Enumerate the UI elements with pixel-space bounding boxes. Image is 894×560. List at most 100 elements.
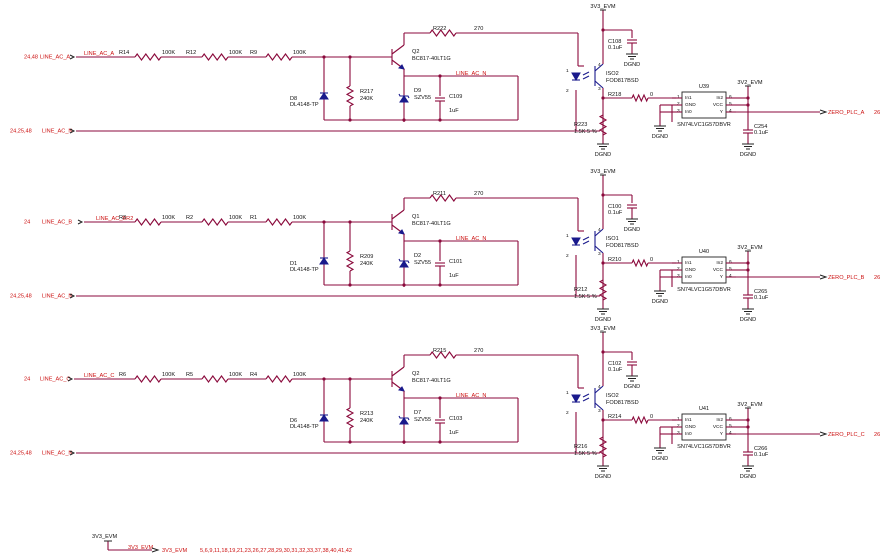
resistor-value: 100K (293, 372, 306, 378)
resistor-ref: R14 (119, 50, 129, 56)
resistor-value: 240K (360, 261, 373, 267)
junction-dot (601, 28, 605, 32)
ground-label: DGND (624, 384, 640, 390)
zener-part: SZV55 (414, 260, 431, 266)
series-resistor (201, 375, 229, 383)
chip-pin-label: VCC (713, 267, 724, 273)
ground-label: DGND (740, 474, 756, 480)
vcc-label: 3V3_EVM (590, 4, 616, 10)
ground-label: DGND (595, 152, 611, 158)
chip-pin-label: In1 (685, 260, 692, 266)
light-arrow-icon (582, 75, 590, 80)
footer-net: 3V3_EVM (162, 548, 188, 554)
resistor-ref: R3 (119, 215, 126, 221)
output-port-icon (819, 431, 828, 437)
pin-number: 5 (729, 266, 732, 272)
resistor-value: 100K (162, 50, 175, 56)
pin-number: 1 (677, 94, 680, 100)
chip-pin-label: Y (720, 109, 724, 115)
local-net-label: LINE_AC_N (456, 393, 486, 399)
pin-number: 4 (598, 62, 601, 68)
light-arrow-icon (582, 71, 590, 76)
chip-pin-label: GND (685, 424, 696, 430)
pin-number: 3 (677, 430, 680, 436)
ground-label: DGND (740, 317, 756, 323)
net-label: LINE_AC_BR2 (96, 216, 133, 222)
resistor-ref: R212 (574, 287, 587, 293)
capacitor-value: 1uF (449, 108, 459, 114)
chip-part: SN74LVC1G57DBVR (677, 287, 731, 293)
resistor-ref: R217 (360, 89, 373, 95)
footer-refs: 5,6,9,11,18,19,21,23,26,27,28,29,30,31,3… (200, 548, 352, 554)
chip-pin-label: In2 (716, 260, 723, 266)
zener-icon (398, 258, 410, 264)
resistor-value: 100K (293, 215, 306, 221)
junction-dot (438, 283, 442, 287)
resistor-ref: R209 (360, 254, 373, 260)
diode-icon (319, 414, 329, 422)
shunt-resistor (345, 85, 355, 107)
junction-dot (402, 440, 406, 444)
phototransistor-icon (594, 80, 604, 89)
transistor-collector (391, 44, 405, 55)
transistor-ref: Q1 (412, 214, 419, 220)
resistor-value: 240K (360, 418, 373, 424)
pin-number: 4 (729, 430, 732, 436)
series-resistor (201, 53, 229, 61)
pin-number: 5 (729, 423, 732, 429)
pin-number: 3 (598, 86, 601, 92)
footer-net-label: 3V3_EVM (128, 545, 154, 551)
output-port-icon (819, 274, 828, 280)
resistor-value: 0 (650, 414, 653, 420)
resistor-value: 240K (360, 96, 373, 102)
neutral-port-icon (69, 128, 76, 134)
vcc-label: 3V2_EVM (737, 402, 763, 408)
transistor-arrow-icon (397, 229, 405, 235)
resistor-ref: R215 (433, 348, 446, 354)
chip-pin-label: In2 (716, 417, 723, 423)
diode-part: DL4148-TP (290, 424, 319, 430)
junction-dot (402, 283, 406, 287)
pin-number: 3 (677, 273, 680, 279)
capacitor-ref: C254 (754, 124, 767, 130)
pin-number: 6 (729, 259, 732, 265)
neutral-net-label: LINE_AC_N (42, 451, 72, 457)
pull-resistor (598, 279, 608, 301)
input-net-label: LINE_AC_B (42, 220, 72, 226)
transistor-collector (391, 366, 405, 377)
ground-label: DGND (624, 62, 640, 68)
zener-icon (399, 260, 409, 268)
resistor-value: 100K (162, 372, 175, 378)
resistor-ref: R2 (186, 215, 193, 221)
neutral-net-label: LINE_AC_N (42, 129, 72, 135)
phototransistor-icon (594, 245, 604, 254)
shunt-resistor (345, 407, 355, 429)
resistor-ref: R5 (186, 372, 193, 378)
resistor-ref: R216 (574, 444, 587, 450)
pin-number: 6 (729, 94, 732, 100)
transistor-part: BC817-40LT1G (412, 56, 451, 62)
capacitor-ref: C109 (449, 94, 462, 100)
pin-number: 6 (729, 416, 732, 422)
capacitor-value: 1uF (449, 430, 459, 436)
output-port-icon (151, 547, 160, 553)
ground-label: DGND (595, 317, 611, 323)
capacitor-value: 1uF (449, 273, 459, 279)
resistor-ref: R4 (250, 372, 257, 378)
resistor-value: 1.5K 5 % (574, 129, 597, 135)
capacitor-value: 0.1uF (754, 295, 769, 301)
resistor-value: 270 (474, 348, 483, 354)
light-arrow-icon (582, 397, 590, 402)
resistor-value: 100K (162, 215, 175, 221)
pin-number: 1 (677, 259, 680, 265)
out-resistor (631, 93, 649, 103)
series-resistor (134, 375, 162, 383)
pin-number: 2 (677, 423, 680, 429)
iso-ref: ISO1 (606, 236, 619, 242)
zener-icon (399, 95, 409, 103)
zener-part: SZV55 (414, 417, 431, 423)
chip-part: SN74LVC1G57DBVR (677, 444, 731, 450)
ground-label: DGND (740, 152, 756, 158)
neutral-net-label: LINE_AC_N (42, 294, 72, 300)
capacitor-ref: C100 (608, 204, 621, 210)
